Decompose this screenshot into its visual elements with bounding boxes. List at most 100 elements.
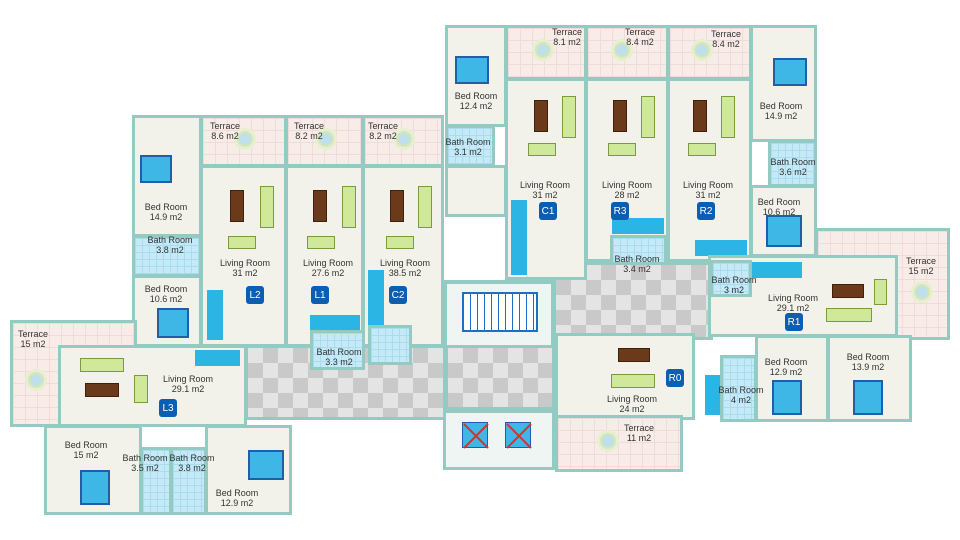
- room-l3-bath-2: [170, 447, 207, 515]
- terrace-table: [28, 372, 44, 388]
- kitchen: [195, 350, 240, 366]
- corridor-core: [445, 345, 555, 410]
- unit-badge-l3: L3: [159, 399, 177, 417]
- terrace-table: [600, 433, 616, 449]
- coffee-table: [613, 100, 627, 132]
- unit-badge-r0: R0: [666, 369, 684, 387]
- room-r0-terrace: [555, 415, 683, 472]
- bed: [157, 308, 189, 338]
- coffee-table: [832, 284, 864, 298]
- coffee-table: [85, 383, 119, 397]
- sofa: [228, 236, 256, 249]
- bed: [853, 380, 883, 415]
- unit-badge-r1: R1: [785, 313, 803, 331]
- sofa: [528, 143, 556, 156]
- sofa: [641, 96, 655, 138]
- terrace-table: [535, 42, 551, 58]
- terrace-table: [914, 284, 930, 300]
- sofa: [260, 186, 274, 228]
- sofa: [80, 358, 124, 372]
- room-r3-bath: [610, 235, 667, 265]
- unit-badge-l2: L2: [246, 286, 264, 304]
- terrace-table: [694, 42, 710, 58]
- terrace-table: [614, 42, 630, 58]
- kitchen: [612, 218, 664, 234]
- elevator: [505, 422, 531, 448]
- sofa: [307, 236, 335, 249]
- room-c1-bath: [445, 125, 495, 167]
- coffee-table: [313, 190, 327, 222]
- sofa: [688, 143, 716, 156]
- bed: [455, 56, 489, 84]
- room-r2-living: [667, 78, 752, 262]
- room-l2-bath: [132, 235, 202, 277]
- sofa: [342, 186, 356, 228]
- sofa: [562, 96, 576, 138]
- unit-badge-r3: R3: [611, 202, 629, 220]
- kitchen: [705, 375, 720, 415]
- room-l1-bath: [310, 330, 365, 370]
- room-c2-bath: [368, 325, 412, 365]
- sofa: [611, 374, 655, 388]
- terrace-table: [396, 131, 412, 147]
- staircase: [462, 292, 538, 332]
- coffee-table: [618, 348, 650, 362]
- kitchen: [310, 315, 360, 331]
- sofa: [826, 308, 872, 322]
- sofa: [418, 186, 432, 228]
- sofa: [386, 236, 414, 249]
- sofa: [608, 143, 636, 156]
- bed: [772, 380, 802, 415]
- kitchen: [695, 240, 747, 256]
- sofa: [134, 375, 148, 403]
- sofa: [874, 279, 887, 305]
- room-r1-bath: [710, 260, 752, 297]
- terrace-table: [318, 131, 334, 147]
- elevator-shaft: [443, 410, 555, 470]
- kitchen: [207, 290, 223, 340]
- coffee-table: [693, 100, 707, 132]
- coffee-table: [534, 100, 548, 132]
- bed: [248, 450, 284, 480]
- coffee-table: [230, 190, 244, 222]
- elevator: [462, 422, 488, 448]
- unit-badge-c1: C1: [539, 202, 557, 220]
- kitchen: [368, 270, 384, 325]
- kitchen: [511, 200, 527, 275]
- bed: [766, 215, 802, 247]
- room-c1-hall: [445, 165, 507, 217]
- kitchen: [752, 262, 802, 278]
